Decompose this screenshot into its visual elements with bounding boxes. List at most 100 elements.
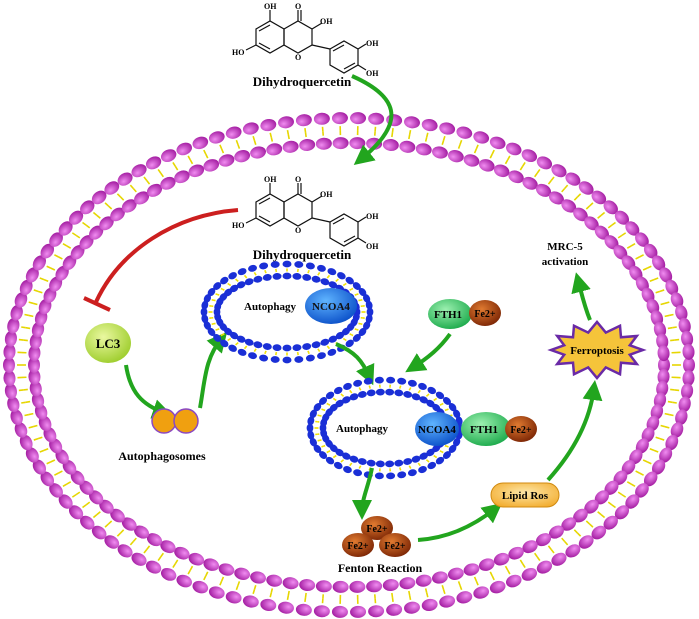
membrane-tail [585, 520, 591, 525]
vesicle2-head [386, 376, 396, 384]
vesicle1-head [236, 335, 246, 343]
membrane-tail [655, 436, 661, 440]
membrane-tail [635, 470, 640, 474]
membrane-head [463, 154, 480, 167]
membrane-head [681, 330, 694, 347]
membrane-tail [205, 153, 209, 159]
membrane-head [670, 292, 684, 308]
membrane-tail [597, 214, 602, 219]
membrane-head [117, 544, 133, 558]
vesicle1-head [259, 262, 269, 270]
vesicle2-head [386, 472, 396, 480]
membrane-tail [220, 576, 225, 582]
vesicle1-head [236, 281, 246, 289]
membrane-tail [621, 493, 627, 498]
membrane-head [522, 540, 538, 554]
membrane-tail [550, 548, 555, 554]
membrane-tail [611, 504, 616, 509]
membrane-head [456, 591, 473, 604]
membrane-tail [491, 149, 495, 155]
membrane-tail [143, 548, 148, 554]
membrane-head [40, 243, 55, 259]
membrane-head [89, 490, 104, 505]
membrane-head [174, 170, 190, 184]
vesicle1-head [224, 288, 233, 297]
membrane-tail [96, 511, 101, 516]
membrane-head [313, 605, 330, 618]
vesicle1-head [220, 276, 229, 285]
arrow-to-fenton [352, 467, 374, 520]
membrane-head [421, 598, 438, 612]
membrane-head [604, 235, 619, 250]
membrane-tail [28, 314, 34, 318]
membrane-head [176, 574, 193, 588]
membrane-head [522, 176, 538, 190]
membrane-tail [66, 481, 72, 485]
fe-ion-free [469, 300, 501, 326]
membrane-head [508, 546, 524, 560]
arrow-autophagosomes-to-autophagy [198, 331, 228, 409]
membrane-head [176, 142, 193, 156]
vesicle2-tail [321, 408, 324, 411]
membrane-head [551, 552, 567, 566]
membrane-head [315, 137, 332, 150]
vesicle2-head [448, 444, 457, 453]
vesicle2-head [374, 376, 384, 384]
membrane-tail [457, 144, 461, 149]
membrane-tail [85, 224, 91, 229]
vesicle2-head [309, 409, 317, 419]
membrane-tail [116, 193, 122, 198]
vesicle1-tail [245, 276, 248, 279]
membrane-tail [475, 144, 479, 150]
vesicle2-head [375, 388, 385, 396]
membrane-tail [50, 459, 56, 463]
membrane-head [656, 380, 669, 397]
membrane-tail [522, 161, 526, 167]
membrane-head [478, 159, 495, 172]
membrane-tail [187, 155, 192, 161]
membrane-tail [46, 265, 52, 269]
membrane-head [505, 142, 522, 156]
membrane-tail [172, 563, 176, 569]
membrane-head [591, 190, 607, 205]
membrane-tail [646, 265, 652, 269]
membrane-head [625, 494, 640, 509]
membrane-head [366, 580, 383, 593]
vesicle2-tail [446, 445, 449, 448]
membrane-tail [304, 132, 307, 138]
vesicle2-head [343, 466, 352, 474]
membrane-tail [534, 172, 538, 178]
membrane-head [447, 567, 464, 580]
vesicle2-tail [417, 391, 420, 394]
membrane-head [565, 172, 581, 186]
vesicle1-head [213, 334, 222, 342]
membrane-head [250, 571, 266, 584]
membrane-head [404, 601, 420, 614]
membrane-head [675, 304, 688, 321]
membrane-head [131, 552, 147, 566]
vesicle2-tail [439, 403, 442, 406]
vesicle1-tail [344, 282, 347, 286]
membrane-tail [522, 563, 526, 569]
vesicle2-tail [439, 450, 442, 453]
membrane-head [218, 154, 235, 167]
vesicle2-head [319, 451, 328, 459]
vesicle2-head [363, 377, 373, 385]
membrane-tail [25, 400, 31, 404]
membrane-tail [132, 537, 137, 543]
membrane-head [493, 164, 510, 178]
arrow-fth1-to-ferritinophagy [405, 332, 452, 373]
vesicle1-tail [243, 346, 247, 350]
membrane-head [160, 149, 177, 162]
vesicle1-tail [217, 328, 220, 331]
fe-label-a: Fe2+ [366, 524, 388, 535]
membrane-tail [442, 135, 446, 141]
membrane-tail [269, 132, 273, 138]
membrane-head [4, 383, 17, 400]
membrane-tail [564, 184, 569, 190]
vesicle2-head [313, 403, 322, 412]
membrane-head [659, 447, 673, 463]
vesicle1-tail [253, 349, 256, 352]
membrane-tail [237, 144, 241, 149]
membrane-head [80, 200, 95, 215]
